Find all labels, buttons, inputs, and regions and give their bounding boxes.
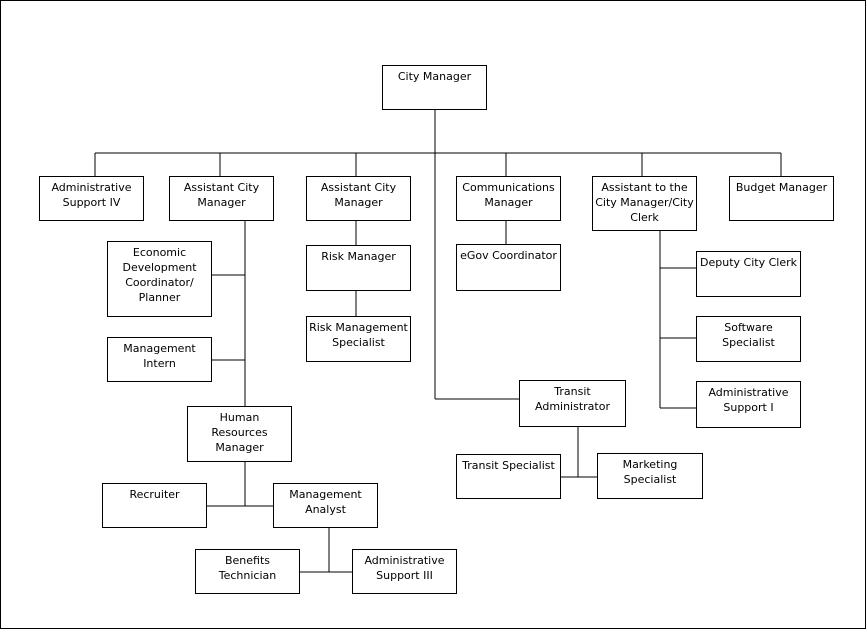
box-economic-development-coordinator: Economic Development Coordinator/ Planne… [107,241,212,317]
box-risk-manager: Risk Manager [306,245,411,291]
box-management-intern: Management Intern [107,337,212,382]
box-assistant-city-manager-1: Assistant City Manager [169,176,274,221]
box-administrative-support-i: Administrative Support I [696,381,801,428]
box-communications-manager: Communications Manager [456,176,561,221]
box-egov-coordinator: eGov Coordinator [456,244,561,291]
box-software-specialist: Software Specialist [696,316,801,362]
box-risk-management-specialist: Risk Management Specialist [306,316,411,362]
box-transit-specialist: Transit Specialist [456,454,561,499]
box-administrative-support-iv: Administrative Support IV [39,176,144,221]
box-benefits-technician: Benefits Technician [195,549,300,594]
box-management-analyst: Management Analyst [273,483,378,528]
box-city-manager: City Manager [382,65,487,110]
box-marketing-specialist: Marketing Specialist [597,453,703,499]
box-assistant-city-manager-2: Assistant City Manager [306,176,411,221]
box-administrative-support-iii: Administrative Support III [352,549,457,594]
box-deputy-city-clerk: Deputy City Clerk [696,251,801,297]
box-recruiter: Recruiter [102,483,207,528]
box-assistant-to-city-manager: Assistant to the City Manager/City Clerk [592,176,697,231]
box-transit-administrator: Transit Administrator [519,380,626,427]
box-human-resources-manager: Human Resources Manager [187,406,292,462]
box-budget-manager: Budget Manager [729,176,834,221]
